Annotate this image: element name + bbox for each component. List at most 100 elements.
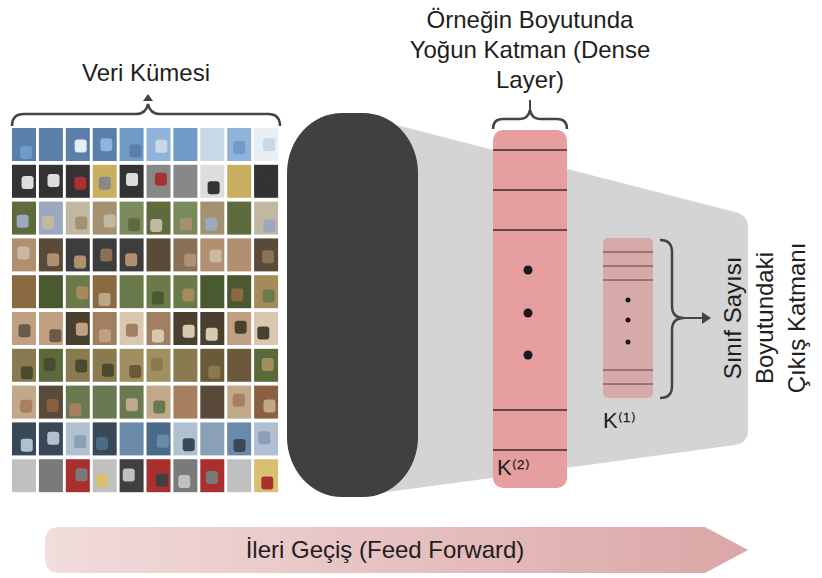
image-thumbnail — [120, 238, 144, 271]
thumbnail-background — [147, 128, 171, 161]
thumbnail-subject — [184, 253, 196, 266]
thumbnail-subject — [48, 287, 60, 300]
thumbnail-background — [66, 349, 90, 382]
image-thumbnail — [12, 312, 36, 345]
hidden-layers-block — [287, 113, 418, 497]
thumbnail-subject — [208, 181, 220, 194]
thumbnail-background — [120, 238, 144, 271]
image-thumbnail — [200, 275, 224, 308]
image-thumbnail — [254, 459, 278, 492]
thumbnail-background — [147, 386, 171, 419]
image-thumbnail — [147, 349, 171, 382]
image-thumbnail — [93, 165, 117, 198]
thumbnail-subject — [210, 138, 222, 151]
image-thumbnail — [147, 128, 171, 161]
thumbnail-background — [173, 275, 197, 308]
thumbnail-background — [12, 275, 36, 308]
thumbnail-background — [173, 422, 197, 455]
image-thumbnail — [254, 422, 278, 455]
thumbnail-subject — [151, 250, 163, 263]
thumbnail-subject — [209, 431, 221, 444]
row-line — [493, 229, 567, 231]
thumbnail-subject — [74, 435, 86, 448]
thumbnail-subject — [130, 144, 142, 157]
thumbnail-background — [254, 386, 278, 419]
thumbnail-subject — [74, 177, 86, 190]
image-thumbnail — [12, 275, 36, 308]
image-thumbnail — [173, 312, 197, 345]
thumbnail-subject — [131, 434, 143, 447]
output-layer-rows — [603, 252, 653, 384]
thumbnail-subject — [151, 358, 163, 371]
thumbnail-background — [39, 202, 63, 235]
thumbnail-subject — [18, 324, 30, 337]
thumbnail-background — [227, 165, 251, 198]
thumbnail-background — [227, 275, 251, 308]
image-thumbnail — [66, 422, 90, 455]
thumbnail-subject — [128, 218, 140, 231]
feed-forward-arrow: İleri Geçiş (Feed Forward) — [45, 527, 748, 573]
image-thumbnail — [93, 275, 117, 308]
dense-layer-rows — [493, 150, 567, 450]
thumbnail-background — [173, 128, 197, 161]
thumbnail-subject — [123, 469, 135, 482]
image-thumbnail — [12, 202, 36, 235]
thumbnail-subject — [205, 285, 217, 298]
thumbnail-subject — [257, 327, 269, 340]
image-thumbnail — [12, 386, 36, 419]
image-thumbnail — [120, 165, 144, 198]
thumbnail-background — [93, 312, 117, 345]
image-thumbnail — [147, 422, 171, 455]
image-thumbnail — [200, 128, 224, 161]
thumbnail-background — [12, 128, 36, 161]
thumbnail-subject — [183, 325, 195, 338]
thumbnail-subject — [155, 140, 167, 153]
thumbnail-subject — [184, 145, 196, 158]
image-thumbnail — [173, 128, 197, 161]
image-thumbnail — [173, 422, 197, 455]
thumbnail-background — [66, 165, 90, 198]
thumbnail-background — [66, 275, 90, 308]
dense-layer-title: Örneğin Boyutunda Yoğun Katman (Dense La… — [399, 5, 661, 95]
thumbnail-subject — [263, 289, 275, 302]
image-thumbnail — [200, 312, 224, 345]
image-thumbnail — [147, 275, 171, 308]
thumbnail-background — [227, 128, 251, 161]
thumbnail-background — [93, 422, 117, 455]
thumbnail-background — [227, 459, 251, 492]
image-thumbnail — [254, 349, 278, 382]
thumbnail-background — [66, 202, 90, 235]
image-thumbnail — [12, 422, 36, 455]
image-thumbnail — [254, 128, 278, 161]
thumbnail-background — [227, 349, 251, 382]
thumbnail-subject — [22, 176, 34, 189]
image-thumbnail — [39, 275, 63, 308]
thumbnail-background — [12, 349, 36, 382]
thumbnail-background — [66, 128, 90, 161]
thumbnail-subject — [262, 358, 274, 371]
thumbnail-background — [147, 165, 171, 198]
ellipsis-dot — [524, 309, 533, 318]
image-thumbnail — [12, 128, 36, 161]
thumbnail-subject — [262, 176, 274, 189]
thumbnail-background — [200, 128, 224, 161]
thumbnail-subject — [129, 365, 141, 378]
image-thumbnail — [147, 202, 171, 235]
thumbnail-background — [147, 422, 171, 455]
thumbnail-background — [39, 275, 63, 308]
thumbnail-subject — [96, 474, 108, 487]
thumbnail-background — [254, 238, 278, 271]
thumbnail-background — [147, 459, 171, 492]
row-line — [493, 149, 567, 151]
thumbnail-subject — [232, 365, 244, 378]
thumbnail-subject — [20, 146, 32, 159]
output-layer: K⁽¹⁾Sınıf Sayısı Boyutundaki Çıkış Katma… — [603, 238, 653, 398]
image-thumbnail — [254, 386, 278, 419]
image-thumbnail — [200, 165, 224, 198]
thumbnail-subject — [152, 330, 164, 343]
thumbnail-background — [120, 128, 144, 161]
thumbnail-background — [12, 459, 36, 492]
thumbnail-background — [93, 275, 117, 308]
thumbnail-subject — [17, 215, 29, 228]
thumbnail-subject — [99, 329, 111, 342]
